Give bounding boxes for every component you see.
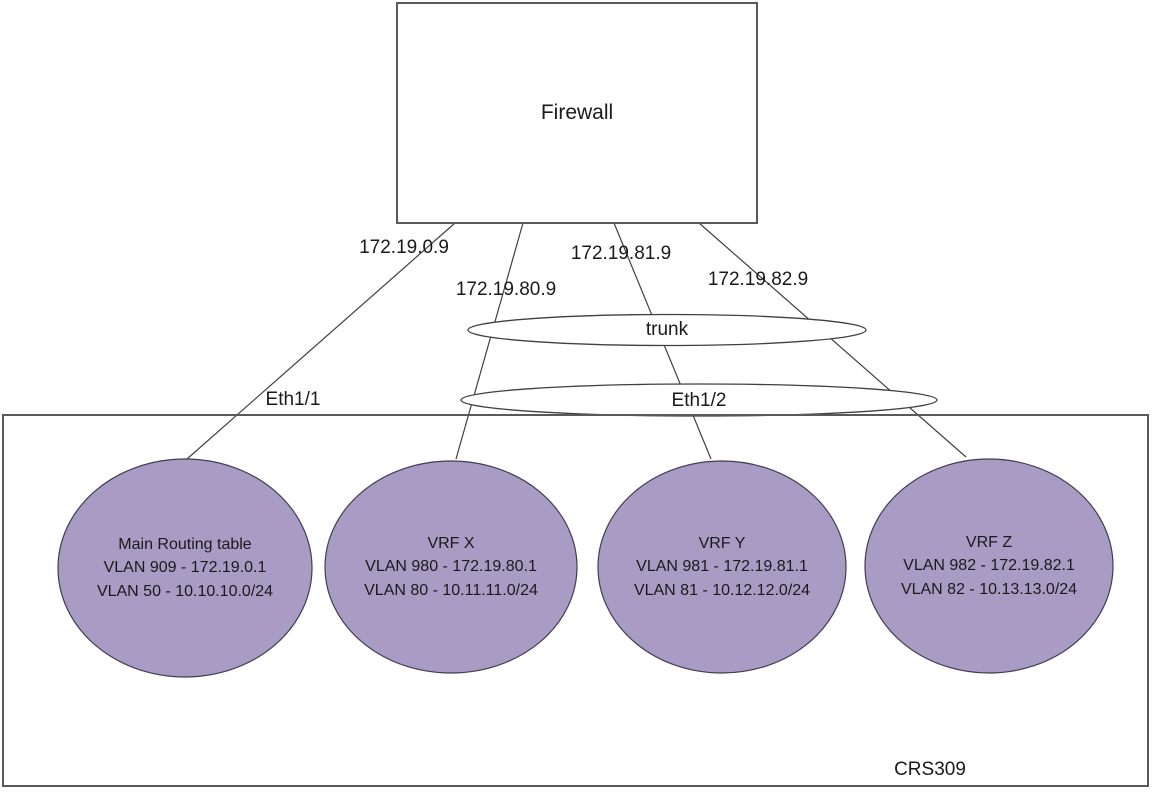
vrf-z-vlan2: VLAN 82 - 10.13.13.0/24 <box>900 580 1078 598</box>
trunk-ellipse <box>467 313 867 347</box>
vrf-z-text: VRF Z VLAN 982 - 172.19.82.1 VLAN 82 - 1… <box>862 459 1116 673</box>
vrf-x-title: VRF X <box>427 534 475 552</box>
vrf-main-vlan2: VLAN 50 - 10.10.10.0/24 <box>96 582 274 600</box>
vrf-main-text: Main Routing table VLAN 909 - 172.19.0.1… <box>58 461 312 675</box>
vrf-circle-z <box>864 458 1114 674</box>
connector-line-vrf-z <box>698 222 967 458</box>
ip-label-172-19-80-9: 172.19.80.9 <box>455 279 557 300</box>
connector-line-vrf-x <box>455 222 524 460</box>
vrf-y-vlan1: VLAN 981 - 172.19.81.1 <box>636 558 808 576</box>
firewall-box <box>396 2 758 224</box>
vrf-circle-x <box>324 460 578 674</box>
vrf-z-vlan1: VLAN 982 - 172.19.82.1 <box>903 557 1075 575</box>
trunk-label: trunk <box>645 319 689 340</box>
vrf-circle-main <box>57 458 313 678</box>
vrf-x-text: VRF X VLAN 980 - 172.19.80.1 VLAN 80 - 1… <box>324 460 578 674</box>
vrf-x-vlan2: VLAN 80 - 10.11.11.0/24 <box>364 581 538 599</box>
eth1-2-label: Eth1/2 <box>671 390 727 411</box>
vrf-x-vlan1: VLAN 980 - 172.19.80.1 <box>365 558 537 576</box>
ip-label-172-19-0-9: 172.19.0.9 <box>359 237 449 258</box>
vrf-y-title: VRF Y <box>698 534 746 552</box>
ip-label-172-19-81-9: 172.19.81.9 <box>570 243 672 264</box>
vrf-circle-y <box>597 460 847 674</box>
ip-label-172-19-82-9: 172.19.82.9 <box>707 269 809 290</box>
eth1-1-label: Eth1/1 <box>265 389 321 410</box>
vrf-z-title: VRF Z <box>965 533 1013 551</box>
vrf-main-vlan1: VLAN 909 - 172.19.0.1 <box>103 559 267 577</box>
connector-line-main <box>186 222 456 460</box>
switch-name-label: CRS309 <box>894 759 966 780</box>
firewall-label: Firewall <box>540 101 614 124</box>
vrf-main-title: Main Routing table <box>118 535 252 553</box>
vrf-y-vlan2: VLAN 81 - 10.12.12.0/24 <box>633 581 811 599</box>
vrf-y-text: VRF Y VLAN 981 - 172.19.81.1 VLAN 81 - 1… <box>595 460 849 674</box>
